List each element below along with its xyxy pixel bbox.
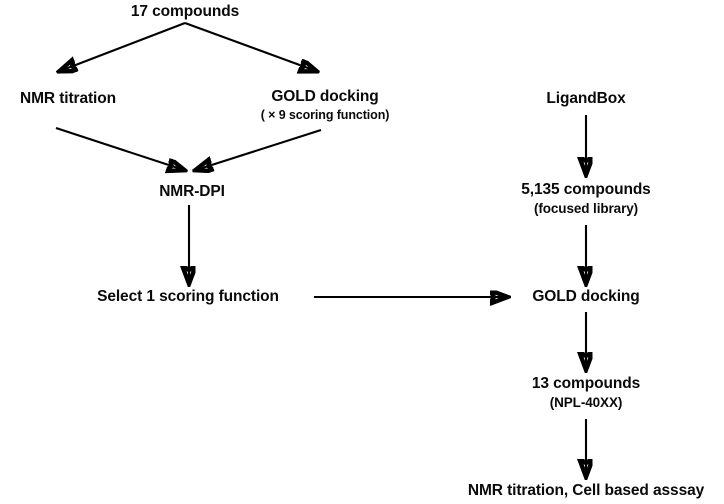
edge-nmr-titration-to-nmr-dpi xyxy=(55,127,184,170)
node-17-compounds-label: 17 compounds xyxy=(130,3,240,20)
node-ligandbox-label: LigandBox xyxy=(546,90,626,107)
node-final-assay-label: NMR titration, Cell based asssay xyxy=(467,482,705,499)
node-nmr-dpi-label: NMR-DPI xyxy=(159,183,225,200)
node-17-compounds: 17 compounds xyxy=(131,3,239,21)
node-select-scoring-function-label: Select 1 scoring function xyxy=(97,288,279,305)
node-gold-docking-top: GOLD docking ( × 9 scoring function) xyxy=(261,88,390,123)
node-13-compounds-sublabel: (NPL-40XX) xyxy=(549,395,623,411)
node-nmr-titration-label: NMR titration xyxy=(20,90,116,107)
node-focused-library-label: 5,135 compounds xyxy=(521,181,651,198)
node-13-compounds: 13 compounds (NPL-40XX) xyxy=(532,375,640,411)
node-gold-docking-top-label: GOLD docking xyxy=(271,88,379,105)
node-select-scoring-function: Select 1 scoring function xyxy=(97,288,279,306)
node-nmr-titration: NMR titration xyxy=(20,90,116,108)
node-gold-docking-bottom: GOLD docking xyxy=(532,288,639,306)
node-focused-library-sublabel: (focused library) xyxy=(533,201,639,217)
node-focused-library: 5,135 compounds (focused library) xyxy=(521,181,651,217)
node-gold-docking-bottom-label: GOLD docking xyxy=(532,288,640,305)
node-13-compounds-label: 13 compounds xyxy=(531,375,641,392)
node-ligandbox: LigandBox xyxy=(546,90,625,108)
node-final-assay: NMR titration, Cell based asssay xyxy=(468,482,704,500)
edge-compounds-to-nmr-titration xyxy=(60,22,186,71)
node-gold-docking-top-sublabel: ( × 9 scoring function) xyxy=(260,108,390,123)
edge-gold-docking-to-nmr-dpi xyxy=(196,128,322,170)
node-nmr-dpi: NMR-DPI xyxy=(159,183,225,201)
edge-compounds-to-gold-docking xyxy=(184,22,316,71)
